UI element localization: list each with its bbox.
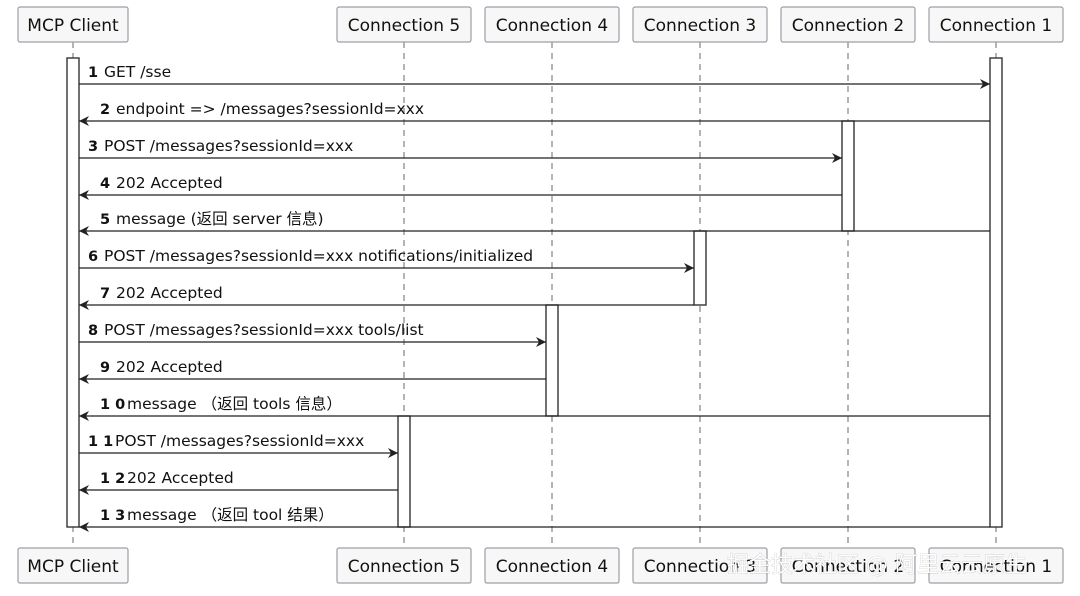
participant-c4-bottom: Connection 4 bbox=[484, 547, 620, 584]
message-number: 5 bbox=[100, 212, 110, 228]
message-number: 1 0 bbox=[100, 397, 125, 413]
participant-client-top: MCP Client bbox=[17, 6, 129, 43]
activation-c2 bbox=[841, 120, 855, 232]
participant-c4-top: Connection 4 bbox=[484, 6, 620, 43]
message-label: POST /messages?sessionId=xxx notificatio… bbox=[104, 247, 533, 265]
message-number: 9 bbox=[100, 360, 110, 376]
participant-c2-top: Connection 2 bbox=[780, 6, 916, 43]
message-label: 202 Accepted bbox=[127, 469, 234, 487]
participant-label: Connection 1 bbox=[940, 557, 1052, 577]
message-label: message （返回 tools 信息） bbox=[127, 395, 342, 413]
message-number: 6 bbox=[88, 249, 98, 265]
message-label: message (返回 server 信息) bbox=[116, 210, 324, 228]
message-label: GET /sse bbox=[104, 63, 171, 81]
participant-c1-top: Connection 1 bbox=[928, 6, 1064, 43]
message-number: 4 bbox=[100, 176, 110, 192]
message-label: POST /messages?sessionId=xxx bbox=[115, 432, 364, 450]
participant-c3-bottom: Connection 3 bbox=[632, 547, 768, 584]
participant-c1-bottom: Connection 1 bbox=[928, 547, 1064, 584]
message-number: 1 3 bbox=[100, 508, 125, 524]
message-label: POST /messages?sessionId=xxx tools/list bbox=[104, 321, 424, 339]
participant-label: Connection 4 bbox=[496, 16, 608, 36]
activation-c4 bbox=[545, 304, 559, 417]
message-number: 7 bbox=[100, 286, 110, 302]
message-7: 7 202 Accepted bbox=[79, 284, 694, 310]
message-2: 2 endpoint => /messages?sessionId=xxx bbox=[79, 100, 990, 126]
participant-c2-bottom: Connection 2 bbox=[780, 547, 916, 584]
message-label: POST /messages?sessionId=xxx bbox=[104, 137, 353, 155]
message-number: 1 1 bbox=[88, 434, 113, 450]
message-4: 4 202 Accepted bbox=[79, 174, 842, 200]
participant-label: MCP Client bbox=[27, 16, 119, 36]
message-5: 5 message (返回 server 信息) bbox=[79, 210, 990, 236]
participant-c5-bottom: Connection 5 bbox=[336, 547, 472, 584]
message-number: 3 bbox=[88, 139, 98, 155]
message-8: 8 POST /messages?sessionId=xxx tools/list bbox=[79, 321, 546, 347]
participant-label: Connection 5 bbox=[348, 16, 460, 36]
participant-c5-top: Connection 5 bbox=[336, 6, 472, 43]
message-number: 1 2 bbox=[100, 471, 125, 487]
watermark: 掘金技术社区 @ 阿里云云原生 bbox=[727, 553, 1027, 578]
participants-bottom: MCP Client Connection 5 Connection 4 Connec… bbox=[17, 547, 1064, 584]
message-3: 3 POST /messages?sessionId=xxx bbox=[79, 137, 842, 163]
message-6: 6 POST /messages?sessionId=xxx notificati… bbox=[79, 247, 694, 273]
participant-label: Connection 3 bbox=[644, 16, 756, 36]
message-number: 2 bbox=[100, 102, 110, 118]
message-number: 1 bbox=[88, 65, 98, 81]
message-9: 9 202 Accepted bbox=[79, 358, 546, 384]
message-label: endpoint => /messages?sessionId=xxx bbox=[116, 100, 424, 118]
message-label: 202 Accepted bbox=[116, 358, 223, 376]
activation-c5 bbox=[397, 415, 411, 528]
participant-label: Connection 1 bbox=[940, 16, 1052, 36]
messages: 1 GET /sse 2 endpoint => /messages?sessionI… bbox=[79, 63, 990, 532]
message-label: 202 Accepted bbox=[116, 174, 223, 192]
participant-c3-top: Connection 3 bbox=[632, 6, 768, 43]
message-number: 8 bbox=[88, 323, 98, 339]
participant-label: Connection 3 bbox=[644, 557, 756, 577]
participants-top: MCP Client Connection 5 Connection 4 Connec… bbox=[17, 6, 1064, 43]
participant-client-bottom: MCP Client bbox=[17, 547, 129, 584]
activation-client bbox=[66, 57, 80, 528]
activation-c1 bbox=[989, 57, 1003, 528]
message-label: 202 Accepted bbox=[116, 284, 223, 302]
participant-label: Connection 2 bbox=[792, 557, 904, 577]
activation-c3 bbox=[693, 230, 707, 306]
participant-label: Connection 5 bbox=[348, 557, 460, 577]
message-label: message （返回 tool 结果） bbox=[127, 506, 334, 524]
participant-label: MCP Client bbox=[27, 557, 119, 577]
participant-label: Connection 2 bbox=[792, 16, 904, 36]
participant-label: Connection 4 bbox=[496, 557, 608, 577]
message-1: 1 GET /sse bbox=[79, 63, 990, 89]
